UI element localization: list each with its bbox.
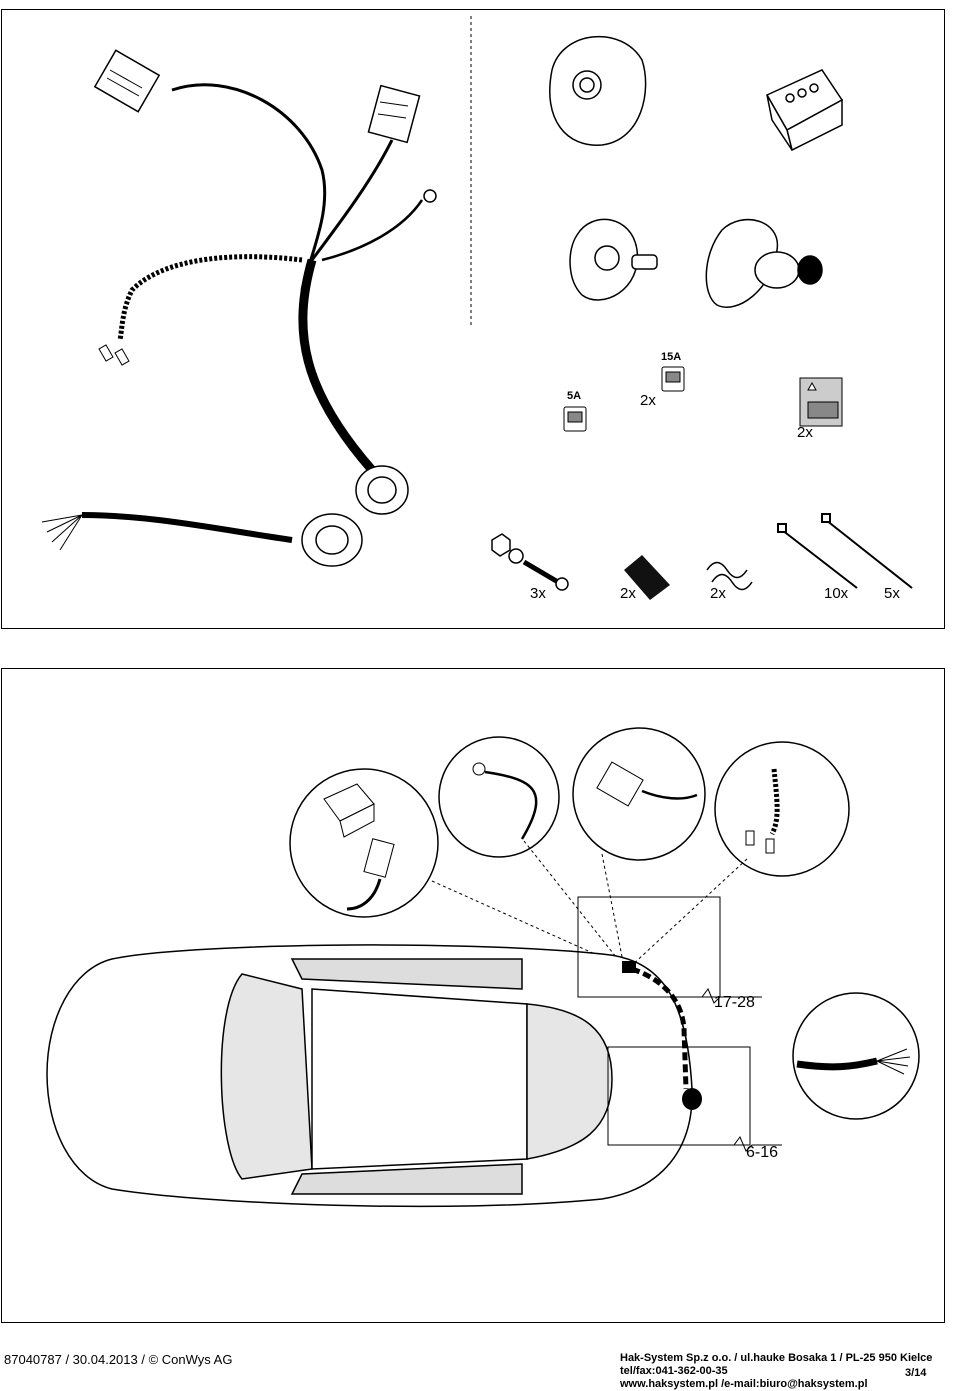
kit-contents-drawing: [41, 16, 913, 600]
detail-circle-ground-terminal: [438, 736, 560, 858]
bolt-quantity: 3x: [530, 585, 546, 602]
sticker-quantity: 2x: [797, 424, 813, 441]
tape-quantity: 2x: [620, 585, 636, 602]
detail-circle-control-module: [289, 768, 439, 918]
wiring-harness: [41, 83, 424, 551]
cable-clips: [706, 561, 753, 591]
socket-seal: [705, 219, 823, 308]
cable-tie-long-quantity: 10x: [824, 585, 849, 602]
insulation-tape: [624, 555, 670, 600]
detail-circle-cable-end: [792, 992, 920, 1120]
harness-route: [622, 961, 702, 1110]
detail-circle-wire-ends: [714, 741, 850, 877]
ref-rear-label: 6-16: [746, 1144, 779, 1161]
company-address: Hak-System Sp.z o.o. / ul.hauke Bosaka 1…: [620, 1352, 933, 1364]
warning-sticker: [799, 377, 843, 427]
company-web: www.haksystem.pl /e-mail:biuro@haksystem…: [620, 1378, 868, 1390]
fuse-5a: [563, 406, 587, 432]
fuse-15a: [661, 366, 685, 392]
connector-area-highlight: [577, 896, 751, 1146]
detail-circle-connector: [572, 727, 706, 861]
harness-connector-vehicle: [367, 84, 421, 144]
cable-grommets: [301, 465, 409, 567]
control-module: [765, 69, 844, 152]
ref-front-label: 17-28: [714, 994, 755, 1011]
vehicle-top-view: [46, 944, 693, 1208]
wire-end-terminals: [98, 344, 130, 366]
kit-contents-panel: 5A 15A 2x 2x 3x 2x 2x 10x 5x: [1, 9, 945, 629]
installation-drawing: [46, 727, 920, 1208]
document-reference: 87040787 / 30.04.2013 / © ConWys AG: [4, 1352, 233, 1367]
ref-callouts: [684, 988, 782, 1152]
fuse-5a-label: 5A: [567, 390, 582, 402]
fuse-15a-label: 15A: [661, 351, 682, 363]
ground-ring-terminal: [423, 189, 437, 203]
company-info: Hak-System Sp.z o.o. / ul.hauke Bosaka 1…: [620, 1352, 932, 1391]
fuse-quantity: 2x: [640, 392, 656, 409]
installation-panel: 17-28 6-16: [1, 668, 945, 1323]
trailer-socket: [549, 35, 647, 146]
page-number: 3/14: [905, 1367, 927, 1379]
harness-connector-13pin: [93, 49, 161, 113]
cable-tie-short-quantity: 5x: [884, 585, 900, 602]
socket-mount-plate: [569, 218, 658, 301]
company-phone: tel/fax:041-362-00-35: [620, 1365, 728, 1377]
cable-ties: [777, 513, 913, 589]
clip-quantity: 2x: [710, 585, 726, 602]
bolt-nut-washer: [491, 533, 569, 591]
